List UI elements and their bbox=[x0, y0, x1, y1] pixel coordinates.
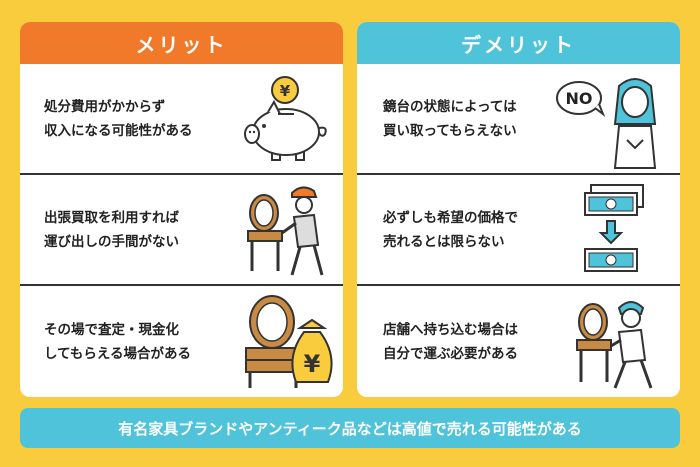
demerits-panel: デメリット 鏡台の状態によっては 買い取ってもらえない NO 必ずしも希望の価格… bbox=[357, 22, 680, 397]
speech-bubble-no: NO bbox=[566, 89, 593, 108]
banknotes-decrease-icon bbox=[584, 184, 644, 272]
footer-banner: 有名家具ブランドやアンティーク品などは高値で売れる可能性がある bbox=[20, 408, 680, 448]
merits-panel: メリット 処分費用がかからず 収入になる可能性がある ¥ 出張買取を利用すれば … bbox=[20, 22, 343, 397]
demerit-item-1-text: 鏡台の状態によっては 買い取ってもらえない bbox=[383, 98, 517, 139]
merit-item-2-text: 出張買取を利用すれば 運び出しの手間がない bbox=[44, 209, 179, 250]
merit-item-1-text: 処分費用がかからず 収入になる可能性がある bbox=[44, 98, 193, 139]
piggy-bank-yen-icon: ¥ bbox=[244, 76, 327, 161]
demerit-item-2-text: 必ずしも希望の価格で 売れるとは限らない bbox=[383, 209, 518, 250]
demerit-item-2: 必ずしも希望の価格で 売れるとは限らない bbox=[357, 175, 680, 286]
merit-item-1: 処分費用がかからず 収入になる可能性がある ¥ bbox=[20, 64, 343, 175]
man-carrying-dresser-icon bbox=[576, 301, 653, 389]
merits-title: メリット bbox=[20, 22, 343, 64]
mover-carrying-dresser-icon bbox=[247, 186, 324, 276]
demerit-item-3: 店舗へ持ち込む場合は 自分で運ぶ必要がある bbox=[357, 286, 680, 397]
merit-item-2: 出張買取を利用すれば 運び出しの手間がない bbox=[20, 175, 343, 286]
woman-saying-no-icon: NO bbox=[556, 78, 657, 169]
svg-text:¥: ¥ bbox=[280, 82, 291, 100]
merit-item-3: その場で査定・現金化 してもらえる場合がある ¥ bbox=[20, 286, 343, 397]
merit-item-3-text: その場で査定・現金化 してもらえる場合がある bbox=[44, 321, 192, 362]
demerit-item-3-text: 店舗へ持ち込む場合は 自分で運ぶ必要がある bbox=[383, 321, 518, 362]
demerit-item-1: 鏡台の状態によっては 買い取ってもらえない NO bbox=[357, 64, 680, 175]
demerits-title: デメリット bbox=[357, 22, 680, 64]
dresser-money-bag-icon: ¥ bbox=[245, 295, 333, 388]
svg-text:¥: ¥ bbox=[304, 350, 321, 378]
